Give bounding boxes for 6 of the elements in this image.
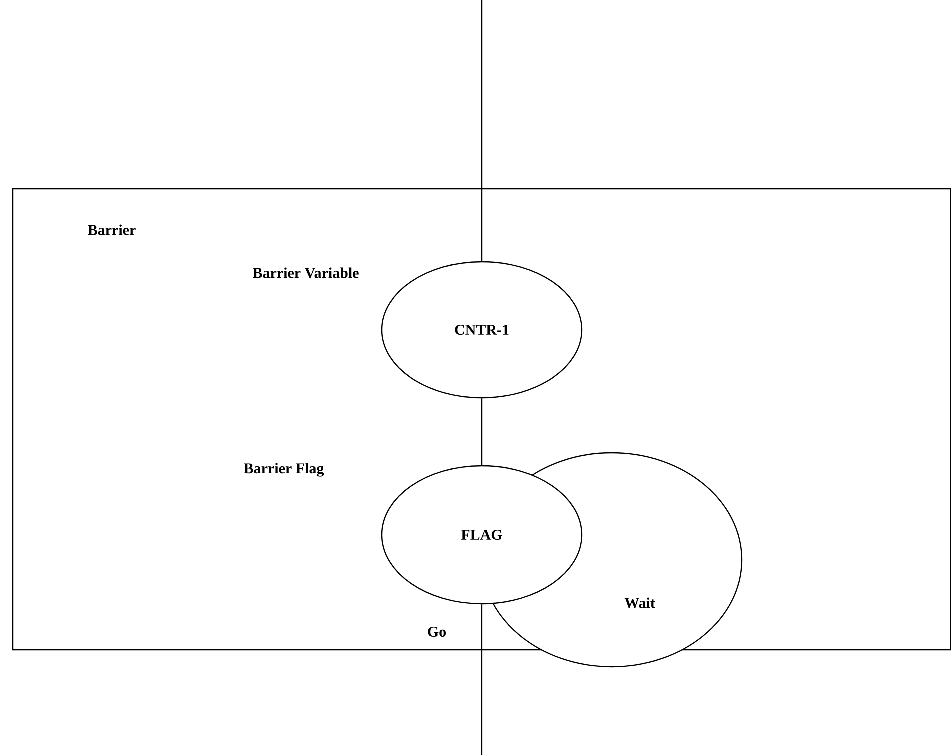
connector-line bbox=[481, 0, 483, 262]
node-caption: Barrier Flag bbox=[244, 463, 324, 477]
node-caption: Barrier Variable bbox=[253, 268, 359, 278]
connector-line bbox=[481, 398, 483, 466]
edge-label: Go bbox=[426, 626, 448, 638]
connector-line bbox=[481, 604, 483, 755]
